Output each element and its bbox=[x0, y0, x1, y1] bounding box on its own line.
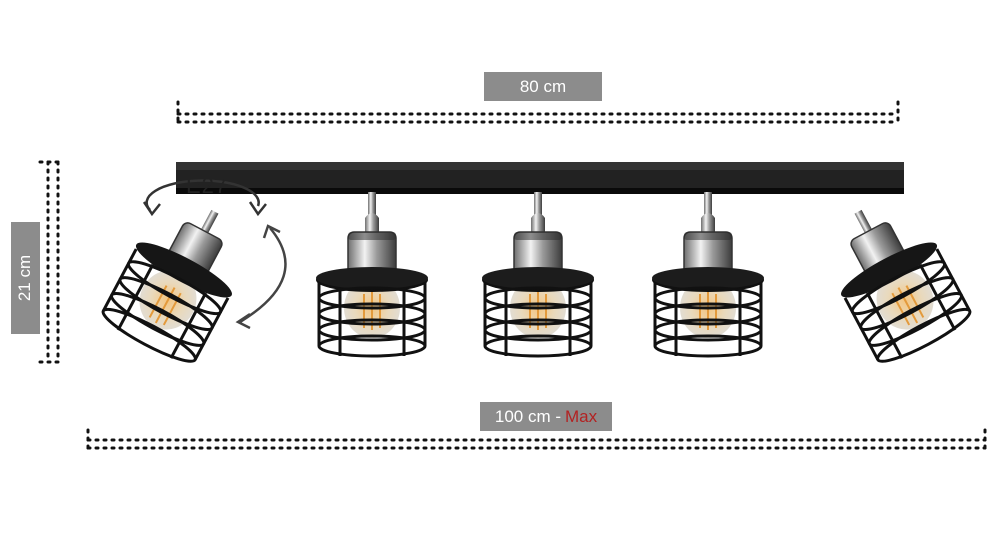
width-label-text: 80 cm bbox=[519, 76, 567, 96]
socket-type-label: E27 bbox=[186, 173, 229, 198]
max-suffix-text: Max bbox=[565, 406, 598, 426]
max-width-label: 100 cm - Max bbox=[480, 402, 612, 431]
height-label-text: 21 cm bbox=[15, 254, 35, 302]
width-dimension-line bbox=[176, 100, 900, 128]
lamp-1 bbox=[101, 209, 232, 363]
ceiling-bar bbox=[176, 162, 904, 194]
lamp-5 bbox=[841, 209, 972, 363]
lamp-3 bbox=[480, 190, 596, 358]
lamp-2 bbox=[314, 190, 430, 358]
width-label: 80 cm bbox=[484, 72, 602, 101]
height-dimension-line bbox=[38, 160, 64, 364]
lamp-4 bbox=[650, 190, 766, 358]
rotation-arrow-icon bbox=[142, 179, 267, 217]
max-width-label-text: 100 cm - bbox=[494, 406, 561, 426]
height-label: 21 cm bbox=[11, 222, 40, 334]
max-width-dimension-line bbox=[86, 428, 987, 454]
tilt-arrow-icon bbox=[235, 224, 287, 330]
